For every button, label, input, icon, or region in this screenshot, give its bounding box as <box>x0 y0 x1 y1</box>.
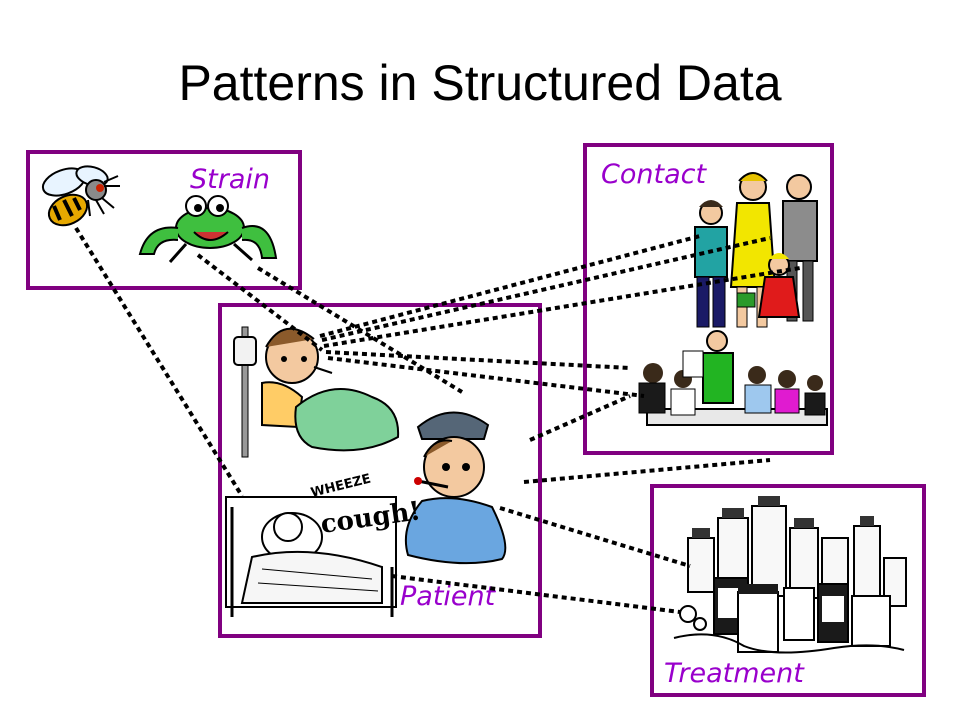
contact-label: Contact <box>601 159 707 190</box>
frog-icon <box>138 195 278 263</box>
strain-label: Strain <box>190 164 270 195</box>
contact-box: Contact <box>583 143 834 455</box>
meeting-icon <box>638 330 828 426</box>
strain-box: Strain <box>26 150 302 290</box>
fevered-boy-icon <box>404 411 507 565</box>
bee-icon <box>41 165 120 227</box>
treatment-label: Treatment <box>664 658 804 689</box>
family-icon <box>694 172 818 328</box>
medicine-bottles-icon <box>673 496 907 654</box>
sick-man-icon <box>233 326 400 458</box>
association-link <box>523 458 771 484</box>
coughing-patient-icon: WHEEZE cough! <box>225 471 423 617</box>
page-title: Patterns in Structured Data <box>178 55 782 111</box>
treatment-box: Treatment <box>650 484 926 697</box>
patient-box: Patient <box>218 303 542 638</box>
